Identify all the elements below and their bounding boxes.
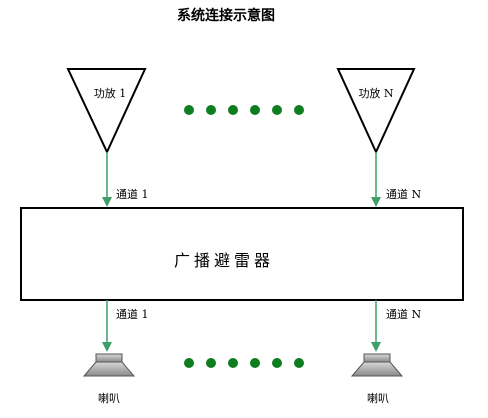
top-arrow-1 [102, 152, 112, 207]
top-channel-1-label: 通道 1 [116, 187, 149, 201]
dot [294, 358, 304, 368]
bottom-ellipsis-dots [184, 358, 304, 368]
amplifier-n-label: 功放 N [358, 86, 393, 100]
top-arrow-n [371, 152, 381, 207]
speaker-1-icon [82, 353, 136, 377]
bottom-channel-n-label: 通道 N [386, 307, 421, 321]
dot [294, 105, 304, 115]
dot [206, 105, 216, 115]
top-channel-n-label: 通道 N [386, 187, 421, 201]
dot [206, 358, 216, 368]
speaker-1-label: 喇叭 [98, 391, 120, 405]
dot [250, 105, 260, 115]
amplifier-n: 功放 N [336, 68, 416, 155]
top-ellipsis-dots [184, 105, 304, 115]
diagram-title: 系统连接示意图 [177, 7, 275, 24]
bottom-channel-1-label: 通道 1 [116, 307, 149, 321]
dot [272, 358, 282, 368]
protector-box [20, 207, 464, 301]
dot [228, 358, 238, 368]
dot [272, 105, 282, 115]
broadcast-lightning-protector: 广播避雷器 [20, 207, 464, 301]
speaker-n-label: 喇叭 [367, 391, 389, 405]
dot [228, 105, 238, 115]
dot [184, 358, 194, 368]
bottom-arrow-1 [102, 300, 112, 352]
speaker-n-icon [350, 353, 404, 377]
protector-label: 广播避雷器 [174, 251, 274, 270]
amplifier-1: 功放 1 [66, 68, 147, 155]
amplifier-1-triangle [66, 68, 147, 155]
amplifier-n-triangle [336, 68, 416, 155]
dot [250, 358, 260, 368]
bottom-arrow-n [371, 300, 381, 352]
dot [184, 105, 194, 115]
amplifier-1-label: 功放 1 [94, 86, 127, 100]
